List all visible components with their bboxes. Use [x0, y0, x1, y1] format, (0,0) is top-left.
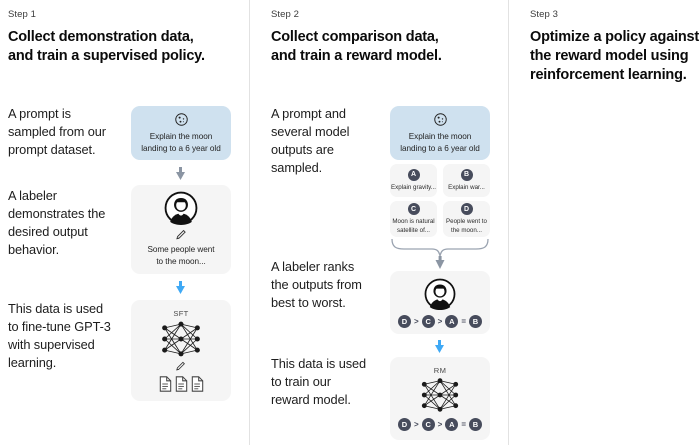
rank-badge-b: B: [469, 418, 482, 431]
description-2-2: A labeler ranks the outputs from best to…: [271, 259, 362, 311]
description-2-3: This data is used to train our reward mo…: [271, 356, 367, 408]
labeler-demo-card[interactable]: Some people went to the moon...: [131, 185, 231, 274]
description-2-1: A prompt and several model outputs are s…: [271, 106, 350, 176]
pencil-icon: [175, 228, 188, 241]
documents-icon: [159, 376, 204, 392]
rm-card-title: RM: [433, 366, 447, 375]
neural-network-icon: [415, 377, 465, 413]
description-1-2: A labeler demonstrates the desired outpu…: [8, 188, 106, 258]
option-text-b: Explain war...: [448, 183, 485, 191]
rank-badge-a: A: [445, 418, 459, 431]
neural-network-icon: [155, 320, 207, 358]
prompt-card-step1[interactable]: Explain the moon landing to a 6 year old: [131, 106, 231, 160]
rank-operator: =: [461, 316, 466, 326]
rank-operator: >: [413, 420, 419, 429]
column-step-3: Step 3 Optimize a policy against the rew…: [508, 0, 700, 445]
description-1-3: This data is used to fine-tune GPT-3 wit…: [8, 301, 111, 371]
moon-icon: [433, 112, 448, 127]
flow-arrow-down: [175, 281, 186, 295]
rm-training-card[interactable]: RM: [390, 357, 490, 440]
rank-badge-c: C: [421, 314, 435, 328]
rank-badge-d: D: [397, 314, 411, 328]
step-title-3: Optimize a policy against the reward mod…: [530, 29, 700, 84]
rank-badge-b: B: [469, 314, 482, 328]
step-title-2: Collect comparison data, and train a rew…: [271, 29, 442, 65]
column-step-1: Step 1 Collect demonstration data, and t…: [0, 0, 249, 445]
rank-operator: >: [413, 316, 419, 326]
flow-arrow-down: [175, 167, 186, 181]
output-option-d[interactable]: D People went to the moon...: [443, 201, 490, 237]
labeler-rank-card[interactable]: D > C > A = B: [390, 271, 490, 334]
moon-icon: [174, 112, 189, 127]
option-badge-a: A: [407, 168, 420, 181]
ranking-row: D > C > A = B: [397, 418, 482, 431]
sft-card-title: SFT: [173, 309, 189, 318]
output-option-b[interactable]: B Explain war...: [443, 164, 490, 197]
step-label-1: Step 1: [8, 9, 37, 20]
rank-badge-d: D: [397, 418, 411, 431]
option-text-d: People went to the moon...: [446, 218, 487, 234]
step-label-3: Step 3: [530, 9, 559, 20]
person-avatar-icon: [164, 191, 198, 226]
prompt-card-text: Explain the moon landing to a 6 year old: [141, 131, 221, 153]
ranking-row: D > C > A = B: [397, 314, 482, 328]
output-option-a[interactable]: A Explain gravity...: [390, 164, 437, 197]
column-step-2: Step 2 Collect comparison data, and trai…: [249, 0, 508, 445]
labeler-demo-text: Some people went to the moon...: [147, 245, 215, 266]
step-title-1: Collect demonstration data, and train a …: [8, 29, 205, 65]
rank-operator: =: [461, 420, 466, 429]
flow-arrow-down: [434, 340, 445, 354]
prompt-card-text: Explain the moon landing to a 6 year old: [400, 131, 480, 153]
merge-brace-connector: [390, 238, 490, 276]
rank-badge-c: C: [421, 418, 435, 431]
rank-badge-a: A: [445, 314, 459, 328]
option-text-a: Explain gravity...: [391, 183, 436, 191]
option-badge-b: B: [460, 168, 473, 181]
option-text-c: Moon is natural satellite of...: [392, 218, 435, 234]
option-badge-c: C: [407, 203, 420, 216]
rank-operator: >: [437, 420, 443, 429]
person-avatar-icon: [424, 278, 456, 310]
pencil-icon: [175, 360, 187, 372]
rank-operator: >: [437, 316, 443, 326]
sft-training-card[interactable]: SFT: [131, 300, 231, 401]
description-1-1: A prompt is sampled from our prompt data…: [8, 106, 106, 158]
step-label-2: Step 2: [271, 9, 300, 20]
prompt-card-step2[interactable]: Explain the moon landing to a 6 year old: [390, 106, 490, 160]
output-option-c[interactable]: C Moon is natural satellite of...: [390, 201, 437, 237]
option-badge-d: D: [460, 203, 473, 216]
